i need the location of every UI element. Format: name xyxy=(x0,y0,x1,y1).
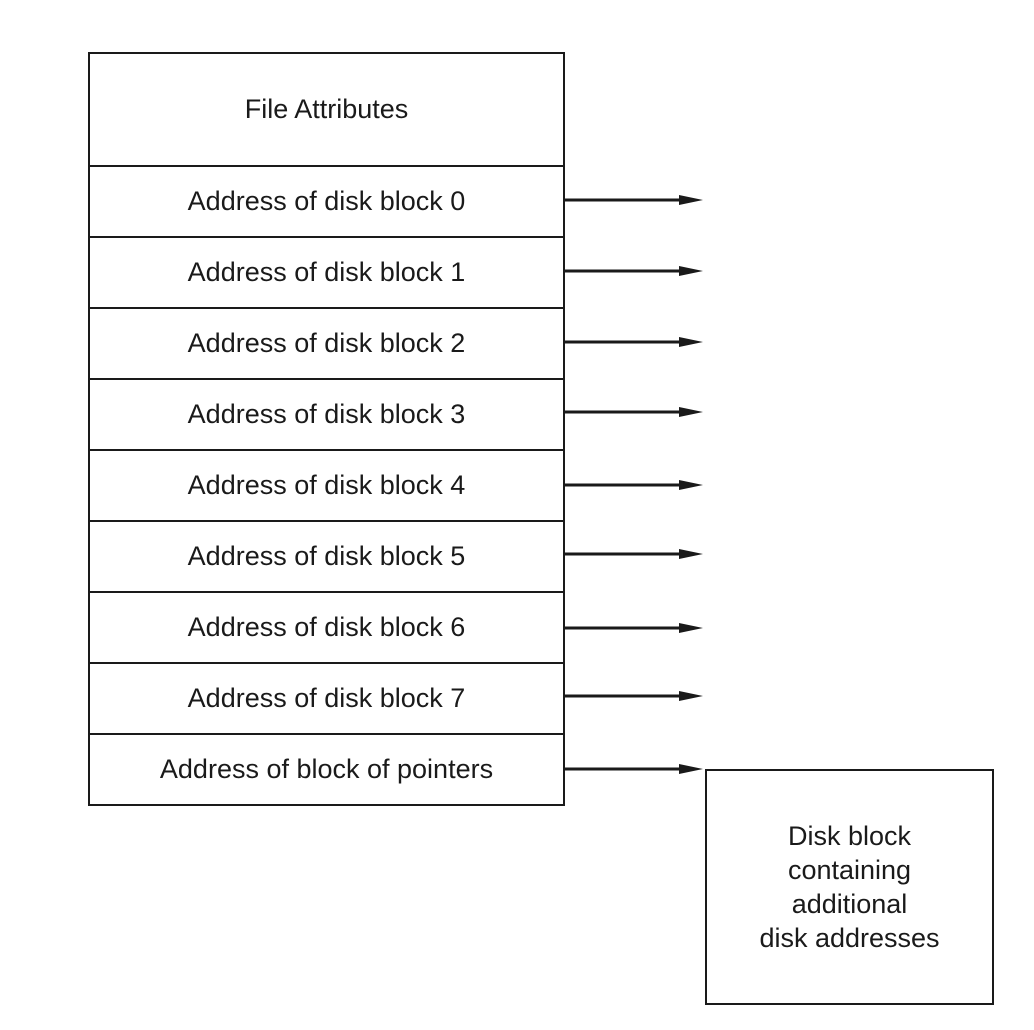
inode-table: File Attributes Address of disk block 0 … xyxy=(88,52,565,806)
disk-block-address-cell-0: Address of disk block 0 xyxy=(90,165,563,236)
arrow-disk-block-5 xyxy=(563,549,703,559)
pointer-block-address-label: Address of block of pointers xyxy=(159,754,494,784)
disk-block-address-label-4: Address of disk block 4 xyxy=(187,470,466,500)
disk-block-address-cell-3: Address of disk block 3 xyxy=(90,378,563,449)
disk-block-address-cell-5: Address of disk block 5 xyxy=(90,520,563,591)
pointer-block-address-cell: Address of block of pointers xyxy=(90,733,563,804)
indirect-disk-block-label: Disk block containing additional disk ad… xyxy=(759,819,939,955)
arrow-disk-block-7 xyxy=(563,691,703,701)
disk-block-address-cell-4: Address of disk block 4 xyxy=(90,449,563,520)
disk-block-address-cell-2: Address of disk block 2 xyxy=(90,307,563,378)
indirect-block-line-1: containing xyxy=(787,855,912,885)
arrow-disk-block-3 xyxy=(563,407,703,417)
disk-block-address-cell-1: Address of disk block 1 xyxy=(90,236,563,307)
indirect-block-line-3: disk addresses xyxy=(759,923,940,953)
disk-block-address-label-6: Address of disk block 6 xyxy=(187,612,466,642)
file-attributes-label: File Attributes xyxy=(244,94,409,124)
arrow-pointer-block xyxy=(563,764,703,774)
arrow-disk-block-4 xyxy=(563,480,703,490)
indirect-block-line-0: Disk block xyxy=(787,821,912,851)
arrow-disk-block-0 xyxy=(563,195,703,205)
indirect-disk-block: Disk block containing additional disk ad… xyxy=(705,769,994,1005)
disk-block-address-cell-7: Address of disk block 7 xyxy=(90,662,563,733)
disk-block-address-cell-6: Address of disk block 6 xyxy=(90,591,563,662)
file-attributes-cell: File Attributes xyxy=(90,54,563,165)
disk-block-address-label-5: Address of disk block 5 xyxy=(187,541,466,571)
disk-block-address-label-7: Address of disk block 7 xyxy=(187,683,466,713)
disk-block-address-label-1: Address of disk block 1 xyxy=(187,257,466,287)
arrow-disk-block-6 xyxy=(563,623,703,633)
disk-block-address-label-2: Address of disk block 2 xyxy=(187,328,466,358)
disk-block-address-label-0: Address of disk block 0 xyxy=(187,186,466,216)
disk-block-address-label-3: Address of disk block 3 xyxy=(187,399,466,429)
arrow-disk-block-1 xyxy=(563,266,703,276)
arrow-disk-block-2 xyxy=(563,337,703,347)
indirect-block-line-2: additional xyxy=(791,889,908,919)
